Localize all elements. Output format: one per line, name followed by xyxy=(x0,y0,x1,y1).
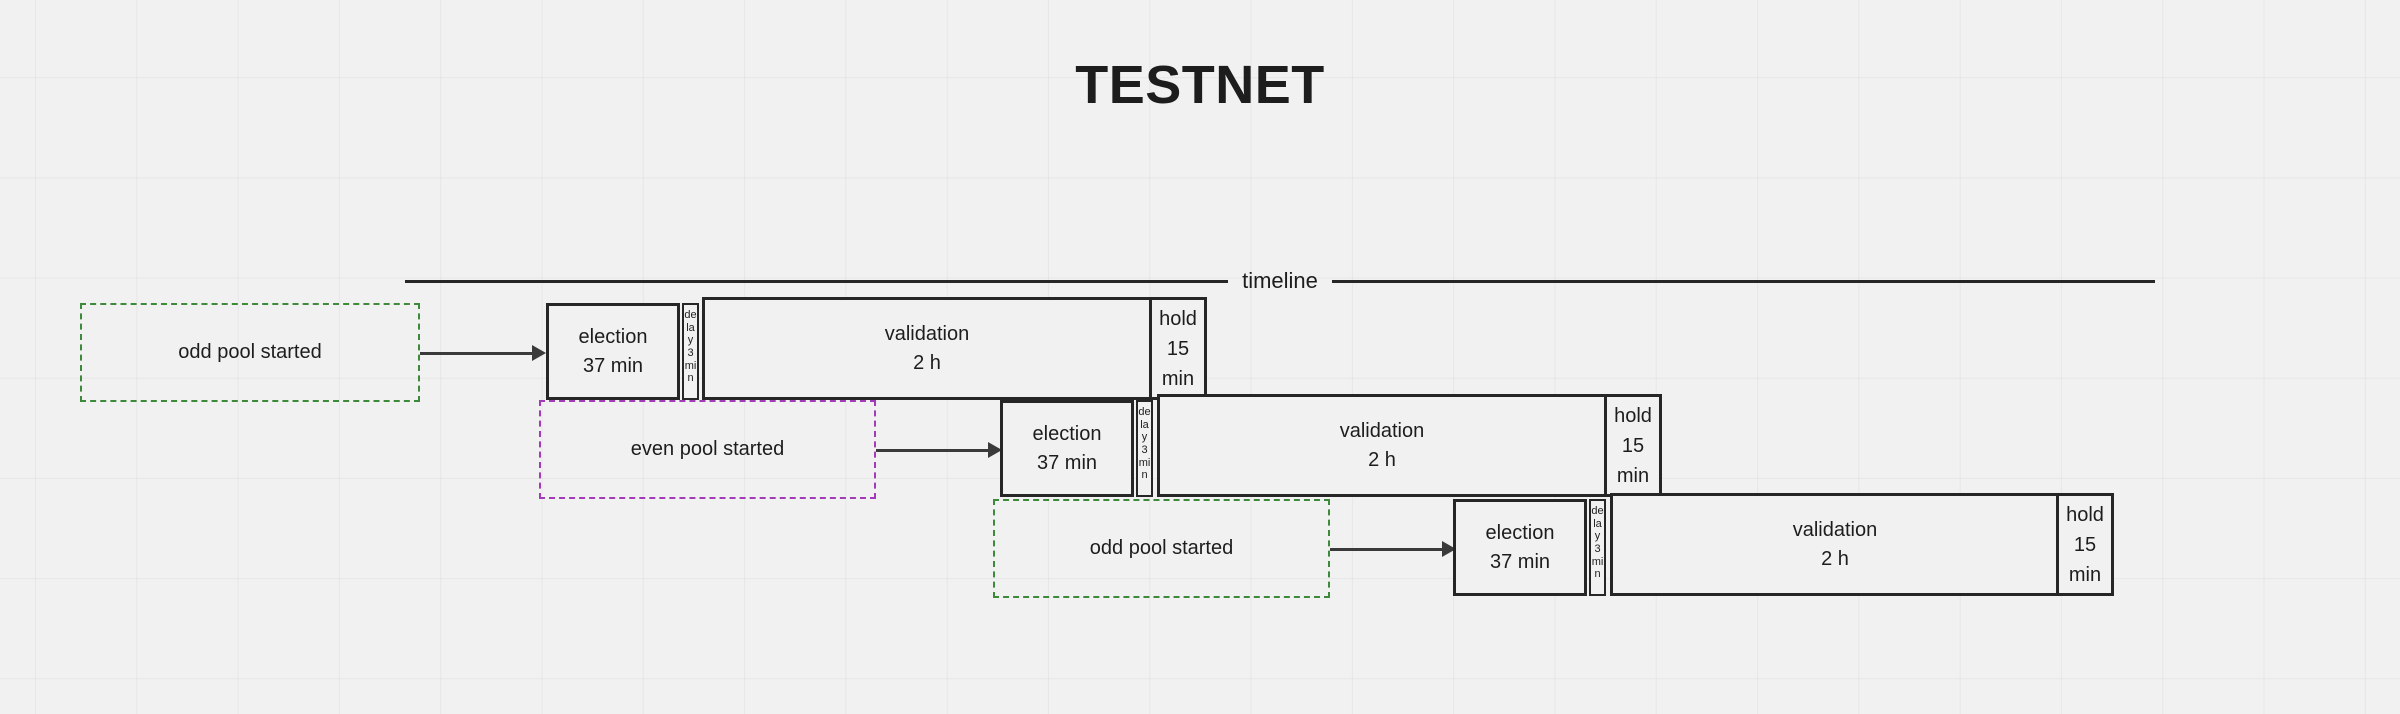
phase-name: election xyxy=(1032,422,1102,445)
phase-box-delay-row-3[interactable]: delay 3 min xyxy=(1589,499,1606,596)
phase-name: validation xyxy=(1339,419,1425,442)
trigger-label: even pool started xyxy=(630,438,785,460)
phase-duration: 2 h xyxy=(1821,547,1849,570)
arrow-shaft xyxy=(1330,548,1442,551)
phase-name-duration: delay 3 min xyxy=(684,309,697,385)
phase-duration-unit: min xyxy=(1616,464,1650,487)
phase-name: election xyxy=(1485,521,1555,544)
phase-box-hold-row-2[interactable]: hold 15 min xyxy=(1604,394,1662,497)
trigger-label: odd pool started xyxy=(1089,537,1234,559)
phase-duration: 37 min xyxy=(582,354,644,377)
phase-name: hold xyxy=(2066,503,2104,526)
phase-duration-unit: min xyxy=(2068,563,2102,586)
phase-box-hold-row-3[interactable]: hold 15 min xyxy=(2056,493,2114,596)
phase-name-duration: delay 3 min xyxy=(1138,406,1151,482)
phase-box-validation-row-3[interactable]: validation 2 h xyxy=(1610,493,2060,596)
phase-name: election xyxy=(578,325,648,348)
trigger-arrow-row-1 xyxy=(420,345,546,361)
arrow-head xyxy=(988,442,1002,458)
phase-box-delay-row-2[interactable]: delay 3 min xyxy=(1136,400,1153,497)
arrow-head xyxy=(532,345,546,361)
phase-name: validation xyxy=(1792,518,1878,541)
trigger-arrow-row-3 xyxy=(1330,541,1456,557)
arrow-head xyxy=(1442,541,1456,557)
phase-name-duration: delay 3 min xyxy=(1591,505,1604,581)
trigger-box-row-3[interactable]: odd pool started xyxy=(993,499,1330,598)
trigger-box-row-2[interactable]: even pool started xyxy=(539,400,876,499)
phase-box-election-row-2[interactable]: election 37 min xyxy=(1000,400,1134,497)
phase-duration-unit: min xyxy=(1161,367,1195,390)
arrow-shaft xyxy=(876,449,988,452)
timeline-line-left xyxy=(405,279,1229,283)
phase-box-validation-row-1[interactable]: validation 2 h xyxy=(702,297,1152,400)
phase-name: hold xyxy=(1614,404,1652,427)
phase-box-election-row-1[interactable]: election 37 min xyxy=(546,303,680,400)
phase-duration-value: 15 xyxy=(1166,337,1190,360)
phase-box-delay-row-1[interactable]: delay 3 min xyxy=(682,303,699,400)
phase-name: hold xyxy=(1159,307,1197,330)
phase-duration: 37 min xyxy=(1036,451,1098,474)
phase-box-election-row-3[interactable]: election 37 min xyxy=(1453,499,1587,596)
phase-duration: 37 min xyxy=(1489,550,1551,573)
timeline-axis: timeline xyxy=(405,270,2155,292)
phase-duration-value: 15 xyxy=(1621,434,1645,457)
arrow-shaft xyxy=(420,352,532,355)
timeline-line-right xyxy=(1331,279,2155,283)
page-title: TESTNET xyxy=(1075,55,1325,115)
phase-name: validation xyxy=(884,322,970,345)
phase-duration: 2 h xyxy=(1368,448,1396,471)
phase-duration: 2 h xyxy=(913,351,941,374)
phase-box-validation-row-2[interactable]: validation 2 h xyxy=(1157,394,1607,497)
phase-duration-value: 15 xyxy=(2073,533,2097,556)
trigger-arrow-row-2 xyxy=(876,442,1002,458)
phase-box-hold-row-1[interactable]: hold 15 min xyxy=(1149,297,1207,400)
trigger-label: odd pool started xyxy=(178,341,322,363)
timeline-label: timeline xyxy=(1242,268,1318,293)
trigger-box-row-1[interactable]: odd pool started xyxy=(80,303,420,402)
